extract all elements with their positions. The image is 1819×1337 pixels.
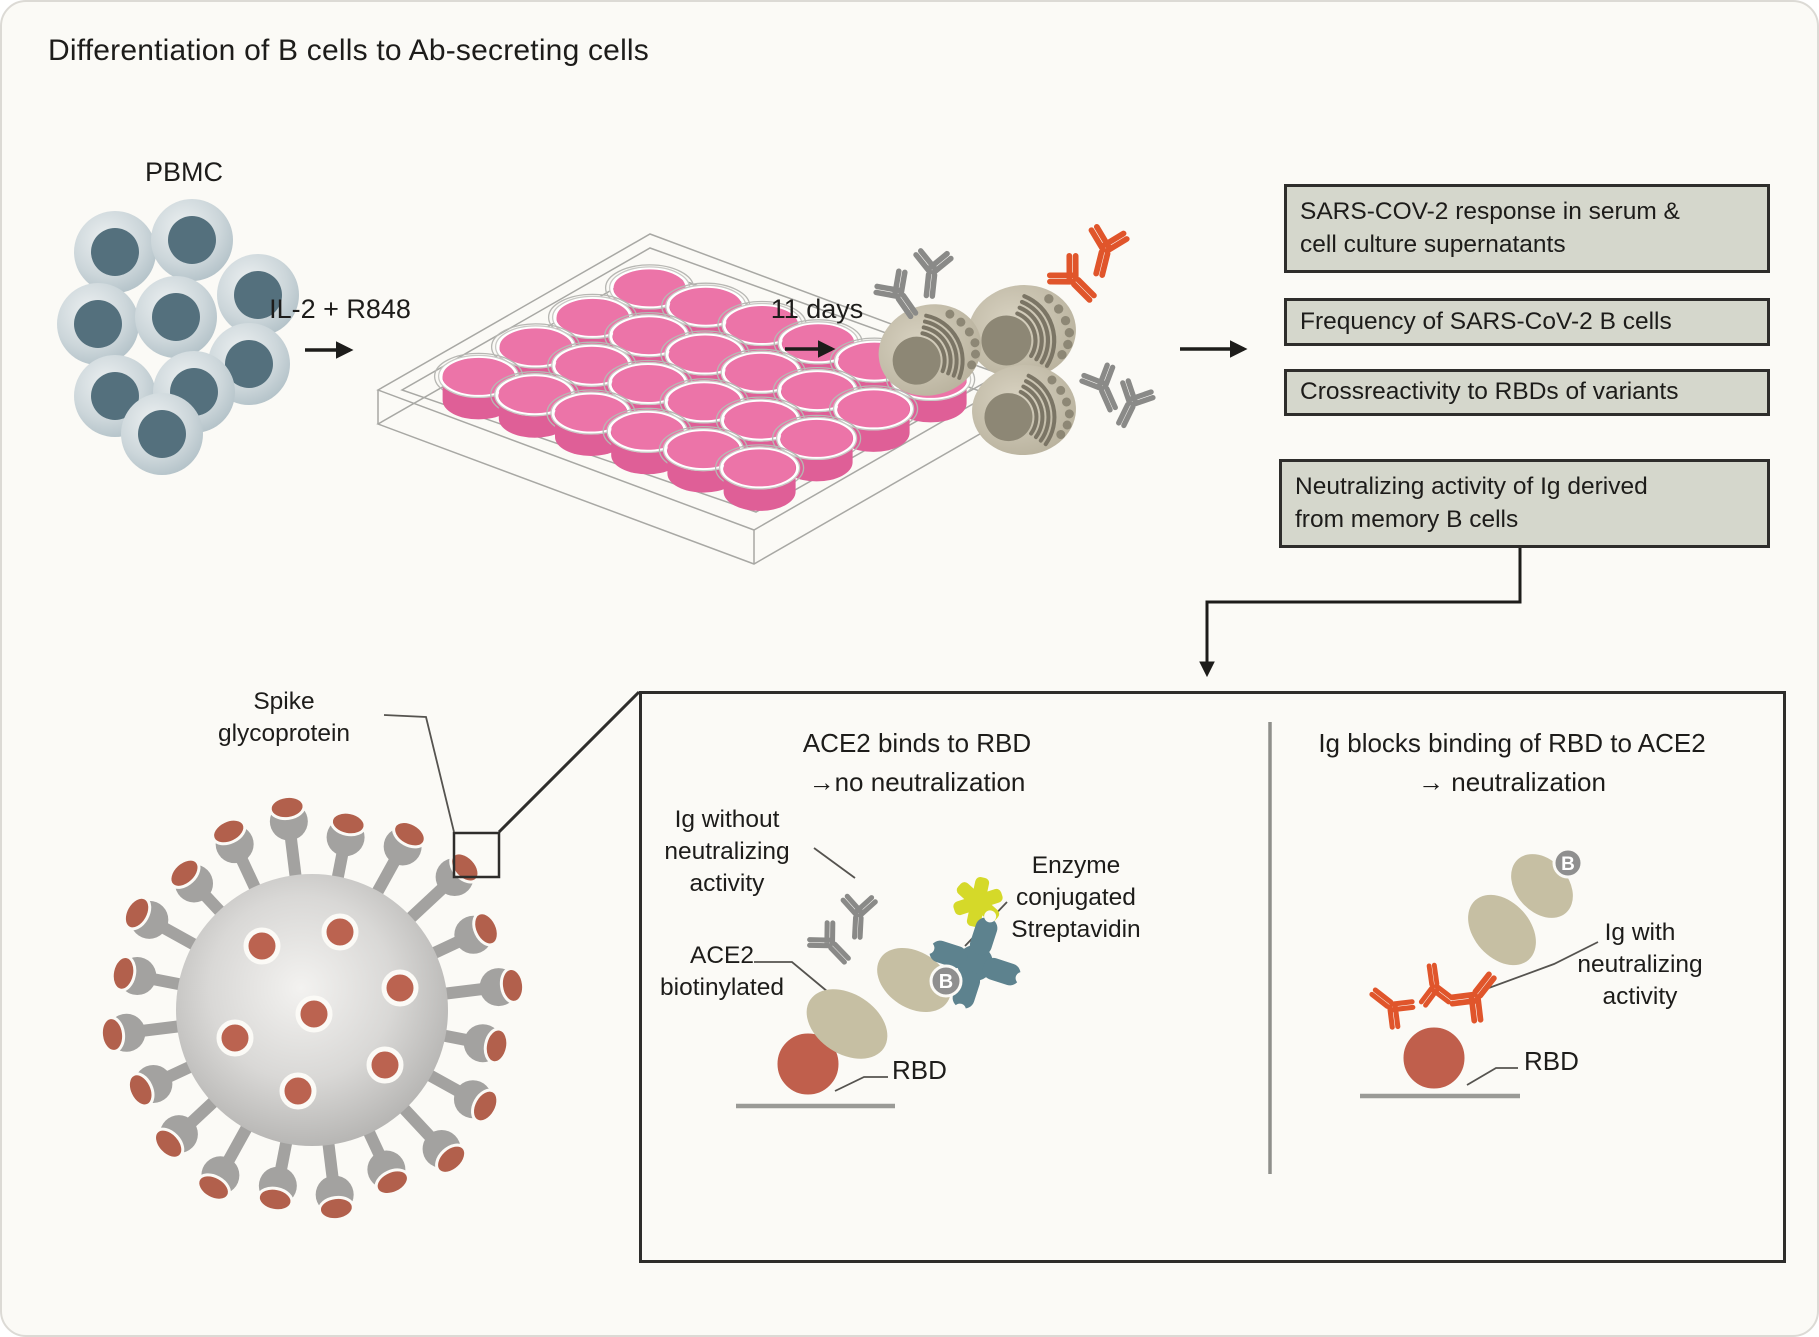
ig-orange-icon <box>1082 226 1128 279</box>
spike-zoom-box-icon <box>452 831 501 879</box>
stimulus-label: IL-2 + R848 <box>269 294 411 324</box>
ig-gray-icon <box>1080 363 1128 415</box>
outcome-box-crossreactivity: Crossreactivity to RBDs of variants <box>1284 369 1770 416</box>
ace2-icon <box>806 947 951 1059</box>
assay-left-illustration: B <box>736 847 1028 1109</box>
enzyme-streptavidin-label: Enzyme conjugated Streptavidin <box>1011 852 1141 943</box>
spike-label-leader <box>383 714 455 833</box>
ig-label-leader <box>813 847 856 879</box>
outcome-text: Crossreactivity to RBDs of variants <box>1300 378 1679 406</box>
outcome-box-neutralizing: Neutralizing activity of Ig derived from… <box>1279 459 1770 548</box>
assay-right-result: → neutralization <box>1418 767 1606 797</box>
culture-plate-illustration <box>376 233 1027 565</box>
rbd-icon <box>1398 1022 1470 1094</box>
rbd-label-left: RBD <box>892 1055 947 1085</box>
zoom-line <box>497 690 641 834</box>
biotin-letter: B <box>939 971 953 993</box>
assay-left-result: →no neutralization <box>808 767 1026 797</box>
assay-right-illustration: B <box>1360 847 1599 1099</box>
streptavidin-icon <box>922 910 1028 1016</box>
ace2-label-leader <box>754 961 829 993</box>
outcome-text: SARS-COV-2 response in serum & cell cult… <box>1300 197 1680 258</box>
outcome-box-serum-response: SARS-COV-2 response in serum & cell cult… <box>1284 184 1770 273</box>
pbmc-label: PBMC <box>145 157 224 187</box>
outcome-text: Frequency of SARS-CoV-2 B cells <box>1300 307 1672 335</box>
virus-illustration <box>99 794 526 1222</box>
rbd-label-leader <box>1466 1067 1518 1086</box>
ig-gray-icon <box>912 250 951 297</box>
figure-title: Differentiation of B cells to Ab-secreti… <box>48 34 650 67</box>
duration-label: 11 days <box>770 294 864 324</box>
pbmc-cluster-illustration <box>57 199 299 475</box>
outcome-box-frequency: Frequency of SARS-CoV-2 B cells <box>1284 298 1770 346</box>
connector-arrow-icon <box>1199 548 1522 678</box>
biotin-icon <box>929 964 963 998</box>
ig-without-label: Ig without neutralizing activity <box>664 806 790 897</box>
rbd-icon <box>772 1028 844 1100</box>
assay-detail-box <box>639 691 1786 1263</box>
ig-label-leader <box>1485 941 1599 990</box>
biotin-letter: B <box>1561 854 1575 875</box>
plasma-cells-illustration <box>878 285 1076 456</box>
flow-arrows <box>305 340 1248 359</box>
ig-with-label: Ig with neutralizing activity <box>1577 919 1703 1010</box>
ace2-biotinylated-label: ACE2 biotinylated <box>660 942 784 1001</box>
assay-right-title: Ig blocks binding of RBD to ACE2 <box>1318 728 1706 758</box>
rbd-label-leader <box>834 1076 888 1092</box>
assay-left-title: ACE2 binds to RBD <box>802 728 1032 758</box>
spike-glycoprotein-label: Spike glycoprotein <box>217 688 351 747</box>
outcome-text: Neutralizing activity of Ig derived from… <box>1295 472 1648 533</box>
rbd-label-right: RBD <box>1524 1046 1579 1076</box>
biotin-icon <box>1552 847 1584 879</box>
